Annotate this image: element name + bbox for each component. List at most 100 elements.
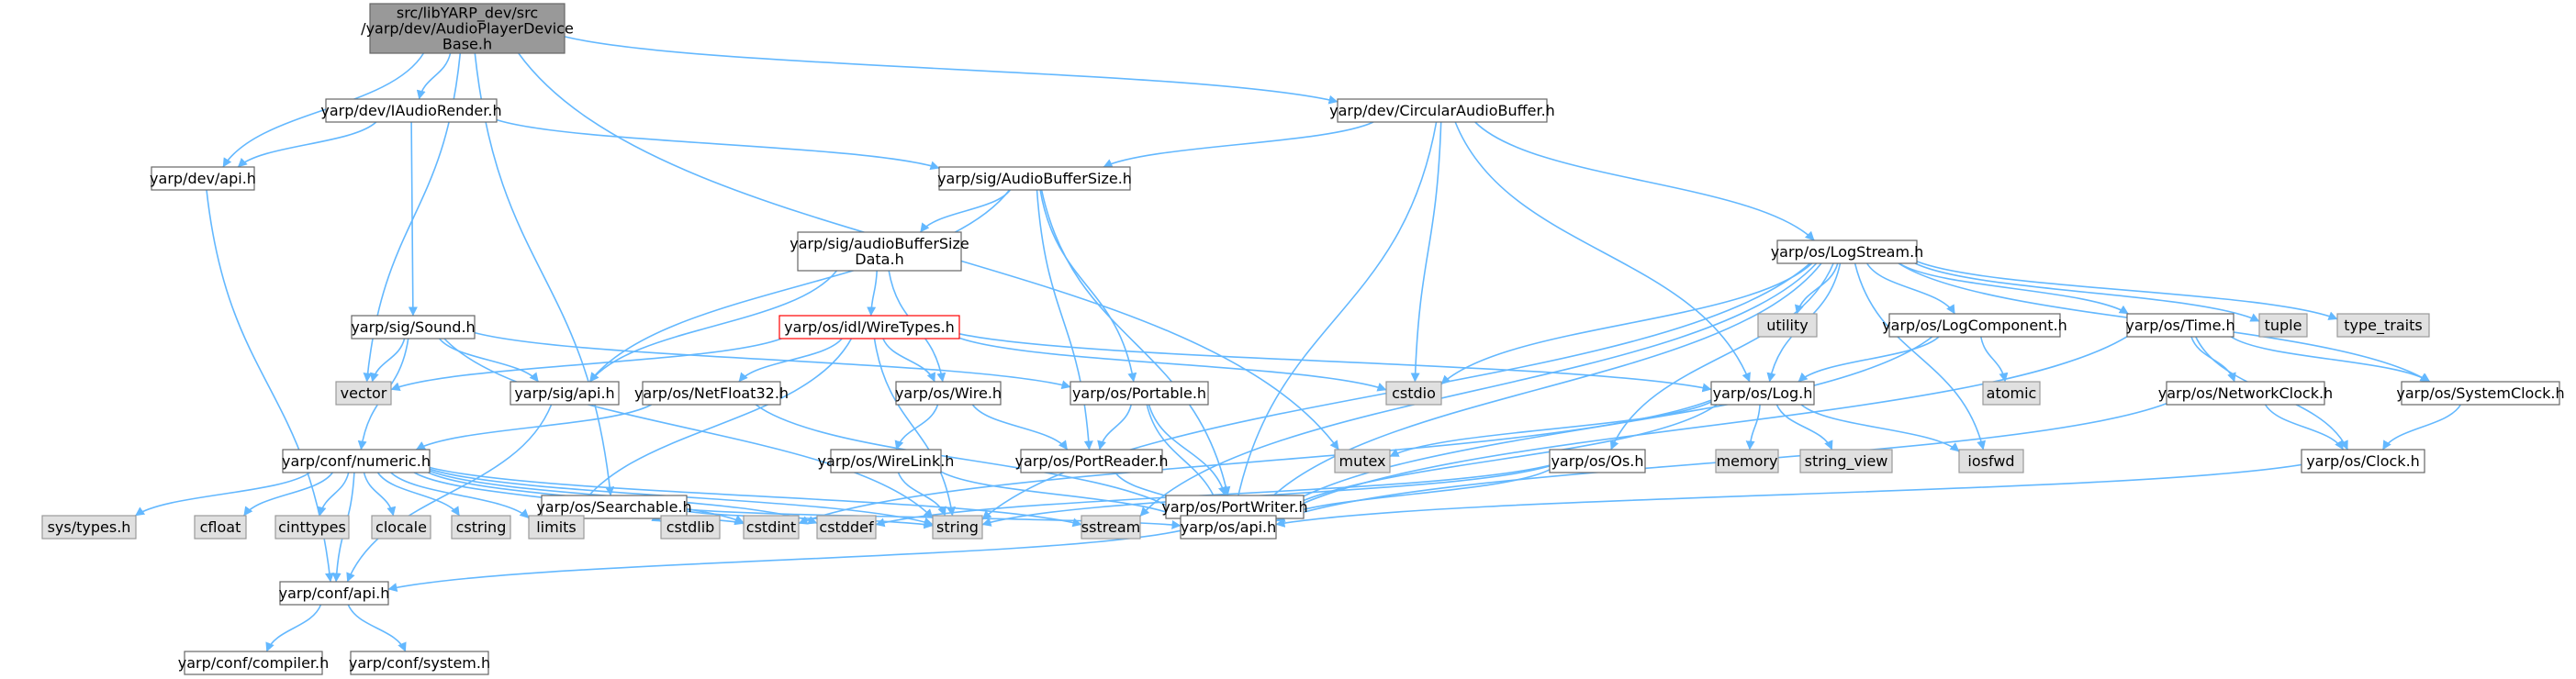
node-sigapi[interactable]: yarp/sig/api.h xyxy=(510,381,620,406)
node-string[interactable]: string xyxy=(932,515,983,540)
node-abs[interactable]: yarp/sig/AudioBufferSize.h xyxy=(937,166,1132,191)
node-vector[interactable]: vector xyxy=(335,381,392,406)
node-limits[interactable]: limits xyxy=(528,515,585,540)
node-label: yarp/dev/CircularAudioBuffer.h xyxy=(1329,102,1555,119)
node-box xyxy=(895,381,1002,406)
node-label: atomic xyxy=(1987,384,2037,402)
node-label: yarp/os/Searchable.h xyxy=(536,498,691,516)
edge-wire-to-portreader xyxy=(971,404,1069,451)
node-osos[interactable]: yarp/os/Os.h xyxy=(1549,449,1646,473)
node-box xyxy=(528,515,585,540)
edge-root-to-devapi xyxy=(222,52,425,168)
node-cstdlib[interactable]: cstdlib xyxy=(660,515,721,540)
edge-logstream-to-typetraits xyxy=(1916,261,2338,320)
node-box xyxy=(1776,239,1918,264)
node-numeric[interactable]: yarp/conf/numeric.h xyxy=(282,449,431,473)
node-memory[interactable]: memory xyxy=(1715,449,1779,473)
node-label: yarp/os/PortReader.h xyxy=(1014,452,1168,470)
edge-numeric-to-systypes xyxy=(135,472,310,517)
node-logstream[interactable]: yarp/os/LogStream.h xyxy=(1771,239,1924,264)
node-tuple[interactable]: tuple xyxy=(2258,313,2308,338)
node-label: yarp/os/Clock.h xyxy=(2306,452,2420,470)
node-osapi[interactable]: yarp/os/api.h xyxy=(1180,515,1277,540)
node-cinttypes[interactable]: cinttypes xyxy=(274,515,350,540)
node-box xyxy=(642,381,781,406)
edge-abs-to-portable xyxy=(1039,189,1137,383)
node-iosfwd[interactable]: iosfwd xyxy=(1958,449,2024,473)
node-box xyxy=(1710,381,1815,406)
edge-time-to-sysclock xyxy=(2230,336,2431,383)
node-label: yarp/sig/AudioBufferSize.h xyxy=(937,170,1132,187)
node-searchable[interactable]: yarp/os/Searchable.h xyxy=(536,495,692,519)
node-cstdint[interactable]: cstdint xyxy=(743,515,800,540)
node-oslog[interactable]: yarp/os/Log.h xyxy=(1710,381,1815,406)
node-label: string xyxy=(936,518,979,536)
edge-logstream-to-sstream xyxy=(1139,262,1818,518)
node-clocale[interactable]: clocale xyxy=(371,515,431,540)
node-devapi[interactable]: yarp/dev/api.h xyxy=(150,166,256,191)
edge-circular-to-abs xyxy=(1103,121,1374,168)
edge-wire-to-wirelink xyxy=(894,404,939,451)
node-label: cstdint xyxy=(746,518,796,536)
node-clock[interactable]: yarp/os/Clock.h xyxy=(2301,449,2425,473)
node-circular[interactable]: yarp/dev/CircularAudioBuffer.h xyxy=(1329,98,1555,123)
node-portreader[interactable]: yarp/os/PortReader.h xyxy=(1014,449,1169,473)
node-label: yarp/os/LogStream.h xyxy=(1771,243,1924,261)
node-wiretypes[interactable]: yarp/os/idl/WireTypes.h xyxy=(778,315,960,340)
edge-oslog-to-stringview xyxy=(1775,404,1833,451)
node-portable[interactable]: yarp/os/Portable.h xyxy=(1070,381,1209,406)
edge-abs-to-sigapi xyxy=(588,189,1011,383)
node-atomic[interactable]: atomic xyxy=(1982,381,2041,406)
node-time[interactable]: yarp/os/Time.h xyxy=(2125,313,2235,338)
edge-osapi-to-confapi xyxy=(387,529,1182,593)
node-mutex[interactable]: mutex xyxy=(1334,449,1391,473)
node-sound[interactable]: yarp/sig/Sound.h xyxy=(351,315,476,340)
edge-confapi-to-compiler xyxy=(265,604,322,652)
node-sysclock[interactable]: yarp/os/SystemClock.h xyxy=(2396,381,2565,406)
node-wirelink[interactable]: yarp/os/WireLink.h xyxy=(818,449,955,473)
node-box xyxy=(797,231,962,272)
node-wire[interactable]: yarp/os/Wire.h xyxy=(895,381,1002,406)
node-cfloat[interactable]: cfloat xyxy=(194,515,247,540)
node-box xyxy=(184,651,323,675)
edge-numeric-to-cstring xyxy=(376,472,461,517)
node-label: cstring xyxy=(456,518,507,536)
edge-oslog-to-mutex xyxy=(1389,401,1712,458)
node-system[interactable]: yarp/conf/system.h xyxy=(349,651,490,675)
node-iaudiorender[interactable]: yarp/dev/IAudioRender.h xyxy=(320,98,502,123)
node-label: cfloat xyxy=(200,518,241,536)
edge-sound-to-portable xyxy=(474,331,1071,390)
node-box xyxy=(1020,449,1163,473)
node-compiler[interactable]: yarp/conf/compiler.h xyxy=(178,651,330,675)
edge-portable-to-portreader xyxy=(1097,404,1132,451)
node-label: yarp/os/Os.h xyxy=(1551,452,1643,470)
node-typetraits[interactable]: type_traits xyxy=(2336,313,2430,338)
node-netfloat[interactable]: yarp/os/NetFloat32.h xyxy=(634,381,789,406)
node-cstddef[interactable]: cstddef xyxy=(816,515,877,540)
edge-wiretypes-to-cstdio xyxy=(958,337,1387,392)
node-root[interactable]: src/libYARP_dev/src/yarp/dev/AudioPlayer… xyxy=(361,3,574,54)
edge-oslog-to-osapi xyxy=(1273,404,1718,517)
node-sstream[interactable]: sstream xyxy=(1081,515,1141,540)
node-portwriter[interactable]: yarp/os/PortWriter.h xyxy=(1161,495,1308,519)
edge-numeric-to-sstream xyxy=(429,466,1082,528)
node-netclock[interactable]: yarp/os/NetworkClock.h xyxy=(2158,381,2333,406)
edge-logcomp-to-atomic xyxy=(1980,336,2009,383)
node-box xyxy=(1081,515,1141,540)
edge-netfloat-to-numeric xyxy=(415,404,652,451)
node-label: mutex xyxy=(1338,452,1385,470)
node-stringview[interactable]: string_view xyxy=(1799,449,1893,473)
node-box xyxy=(932,515,983,540)
node-cstring[interactable]: cstring xyxy=(451,515,511,540)
node-label: yarp/sig/audioBufferSize xyxy=(790,235,969,252)
node-logcomp[interactable]: yarp/os/LogComponent.h xyxy=(1882,313,2067,338)
node-cstdio[interactable]: cstdio xyxy=(1385,381,1442,406)
node-label: utility xyxy=(1766,317,1809,334)
node-box xyxy=(2336,313,2430,338)
node-utility[interactable]: utility xyxy=(1757,313,1818,338)
node-confapi[interactable]: yarp/conf/api.h xyxy=(279,581,390,606)
edge-logstream-to-logcomp xyxy=(1866,262,1955,315)
node-systypes[interactable]: sys/types.h xyxy=(41,515,137,540)
